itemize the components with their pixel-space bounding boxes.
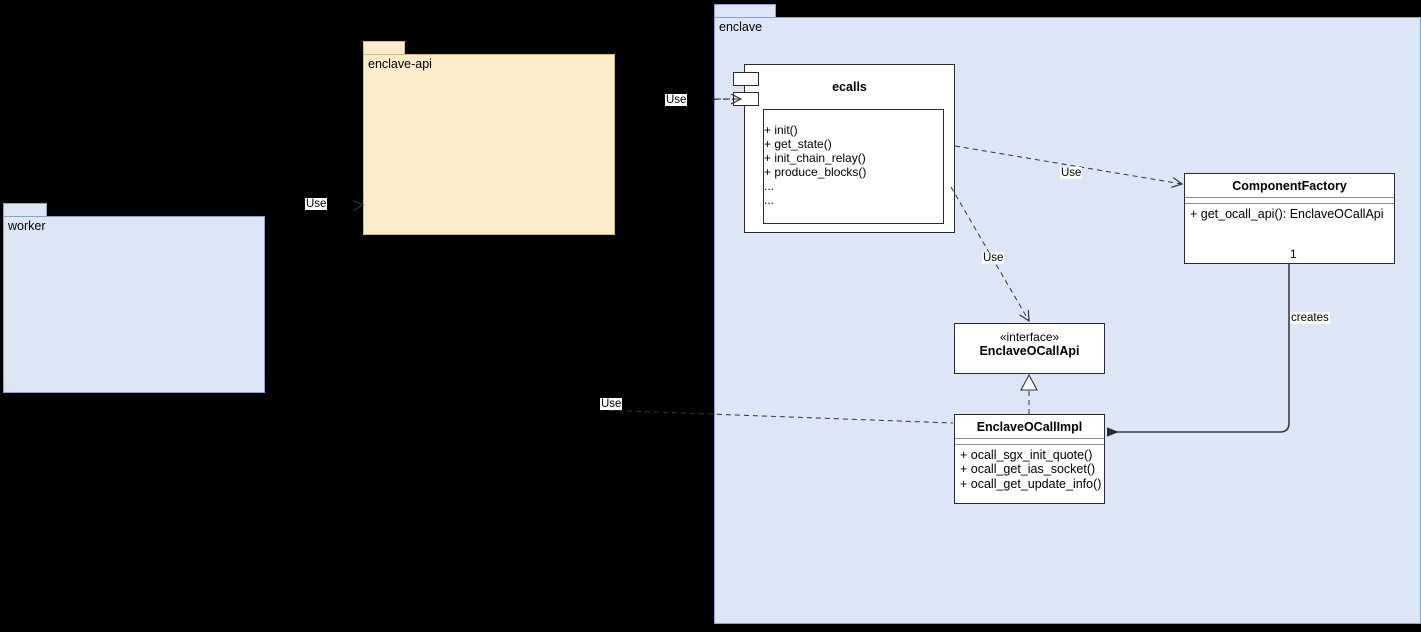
edge-label-factory-creates-impl: creates [1290,312,1330,324]
class-enclave-ocall-impl-operations: + ocall_sgx_init_quote() + ocall_get_ias… [955,445,1104,495]
class-enclave-ocall-impl-title: EnclaveOCallImpl [976,420,1083,434]
edge-label-worker-to-enclave-ocall-impl: Use [600,398,623,410]
interface-enclave-ocall-api-title: «interface» EnclaveOCallApi [955,324,1104,362]
component-ecalls[interactable]: ecalls + init() + get_state() + init_cha… [744,64,955,233]
operation: + ocall_get_update_info() [960,476,1102,491]
operation: + get_ocall_api(): EnclaveOCallApi [1190,207,1384,221]
package-enclave-api-body [363,54,615,235]
operation: + ocall_get_ias_socket() [960,462,1096,477]
package-worker[interactable]: worker [3,203,265,393]
component-ecalls-inner-class: + init() + get_state() + init_chain_rela… [763,109,944,224]
interface-name: EnclaveOCallApi [979,344,1080,358]
package-worker-body [3,216,265,393]
component-port-lower-icon [733,92,759,106]
operation: + init_chain_relay() [764,151,866,165]
operation: + ocall_sgx_init_quote() [960,448,1093,462]
operation: + init() [764,123,798,137]
package-enclave-api-tab [363,41,405,55]
operation: ... [764,179,775,193]
package-worker-tab [3,203,47,217]
package-enclave-api[interactable]: enclave-api [363,41,615,235]
package-enclave-api-label: enclave-api [368,57,432,71]
operation: + produce_blocks() [764,165,867,179]
edge-label-enclave-api-to-ecalls: Use [665,94,688,106]
package-worker-label: worker [8,219,46,233]
operation: + get_state() [764,137,832,151]
class-component-factory[interactable]: ComponentFactory + get_ocall_api(): Encl… [1184,173,1395,264]
stereotype-label: «interface» [999,330,1060,344]
component-ecalls-title: ecalls [832,80,867,94]
edge-label-worker-to-enclave-api: Use [305,198,328,210]
class-enclave-ocall-impl[interactable]: EnclaveOCallImpl + ocall_sgx_init_quote(… [954,414,1105,504]
class-component-factory-operations: + get_ocall_api(): EnclaveOCallApi [1185,204,1394,225]
package-enclave-tab [714,4,776,18]
package-enclave-label: enclave [719,20,763,34]
component-port-upper-icon [733,72,759,86]
class-component-factory-title: ComponentFactory [1232,179,1347,193]
interface-enclave-ocall-api[interactable]: «interface» EnclaveOCallApi [954,323,1105,374]
component-ecalls-operations: + init() + get_state() + init_chain_rela… [764,123,943,207]
edge-label-ecalls-to-component-factory: Use [1060,167,1083,179]
association-multiplicity: 1 [1290,247,1297,261]
edge-label-ecalls-to-enclave-ocall-api: Use [982,252,1005,264]
operation: ... [764,193,775,207]
